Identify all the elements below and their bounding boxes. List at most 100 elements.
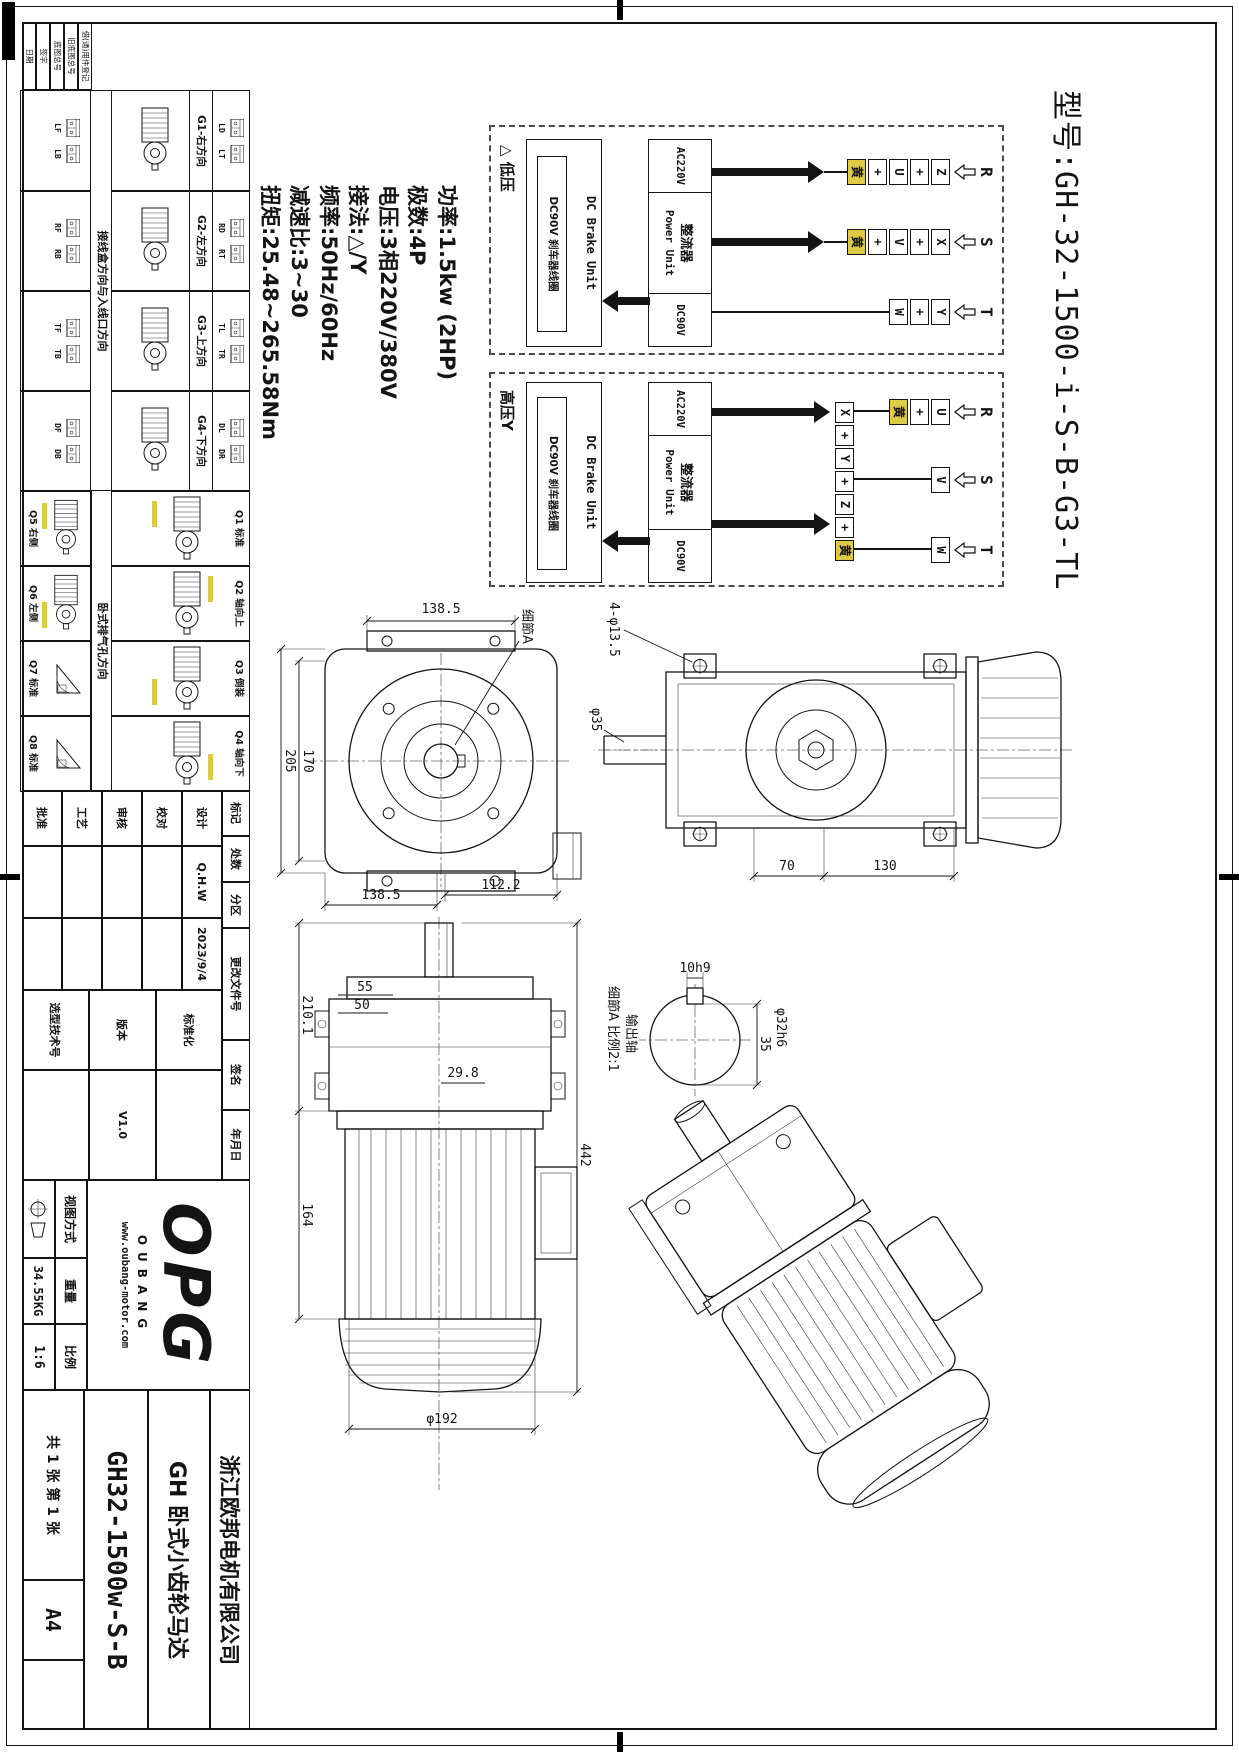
company-logo-sub: OUBANG (135, 1234, 150, 1336)
terminal-label-yellow: 黄 (847, 159, 866, 185)
dim-442: 442 (577, 1143, 592, 1166)
rectifier-en: Power Unit (663, 449, 676, 516)
power-unit-ac-label: AC220V (649, 383, 711, 436)
exhaust-label: Q2 轴向上 (233, 580, 244, 627)
exhaust-highlight (42, 503, 47, 529)
motor-icon (141, 307, 169, 371)
phase-arrow-down-icon (954, 234, 976, 250)
terminal-box-icon (66, 244, 81, 264)
terminal-label: U (889, 159, 908, 185)
dim-138-right: 138.5 (361, 888, 400, 903)
motor-icon (141, 107, 169, 171)
exhaust-cell-q4: Q4 轴向下 (110, 715, 250, 792)
std-label: 标准化 (156, 990, 222, 1070)
corner-row: 借(通)用件登记 (78, 22, 92, 90)
detail-scale-label: 细節A 比例2:1 (605, 986, 620, 1072)
terminal-stack-w: Y + W (887, 298, 950, 326)
selection-code-label: 选型技术号 (22, 990, 89, 1070)
dim-164: 164 (299, 1203, 314, 1227)
role-check: 校对 (142, 790, 182, 846)
dim-112: 112.2 (481, 878, 520, 893)
spare-cell (22, 1660, 84, 1730)
dim-mounting-holes: 4-φ13.5 (606, 602, 621, 657)
exhaust-cell-q3: Q3 倒装 (110, 640, 250, 717)
view-axial-motor: 130 70 4-φ13.5 φ35 (588, 602, 1072, 882)
pos-code: RF (53, 223, 62, 233)
dim-170: 170 (300, 749, 315, 772)
terminal-stack-u: U + 黄 (887, 398, 950, 426)
exhaust-cell-q8: Q8 标准 (20, 715, 92, 792)
brake-feed-arrow-up (712, 513, 830, 535)
spec-block: 功率:1.5kw (2HP) 极数:4P 电压:3相220V/380V 接法:△… (255, 185, 462, 440)
detail-output-shaft: 10h9 35 φ32h6 输出轴 细節A 比例2:1 (605, 961, 788, 1096)
view-method-label-cell: 视图方式 (55, 1180, 87, 1258)
wiring-diagram-high-voltage: R S T U + 黄 V W X + Y + Z + 黄 (489, 372, 1004, 587)
phase-label-r: R (977, 407, 996, 417)
exhaust-direction-header: 卧式排气孔方向 (90, 490, 112, 792)
view-side-elevation: 442 210.1 164 φ192 55 50 29.8 (294, 917, 592, 1490)
weight-value-cell: 34.55KG (22, 1258, 55, 1324)
center-tick-right (617, 1732, 623, 1752)
role-process-date (62, 918, 102, 990)
scale-label: 比例 (63, 1344, 78, 1369)
weight-label-cell: 重量 (55, 1258, 87, 1324)
company-name: 浙江欧邦电机有限公司 (217, 1455, 241, 1665)
exhaust-highlight (42, 602, 47, 628)
brake-coil-box: DC90V 刹车器线圈 (537, 156, 567, 332)
role-design-date: 2023/9/4 (182, 918, 222, 990)
terminal-label: V (931, 467, 950, 493)
motor-icon (173, 571, 201, 635)
rev-header-zone: 分区 (222, 882, 250, 928)
corner-registration-bar (2, 2, 15, 60)
angle-wedge-icon (56, 739, 81, 769)
terminal-box-icon (230, 318, 245, 338)
spec-power: 功率:1.5kw (2HP) (435, 185, 459, 381)
rectifier-cn: 整流器 (678, 223, 693, 263)
terminal-label: V (889, 229, 908, 255)
rectifier-en: Power Unit (663, 209, 676, 277)
paper-size-cell: A4 (22, 1580, 84, 1660)
motor-icon (141, 407, 169, 471)
center-tick-bottom (0, 874, 20, 880)
pos-code: LF (53, 123, 62, 133)
group-label: G3-上方向 (189, 291, 213, 391)
dim-shaft-diameter: φ35 (588, 708, 603, 731)
power-unit-box: AC220V 整流器 Power Unit DC90V (648, 139, 712, 347)
dc-brake-unit-box: DC Brake Unit DC90V 刹车器线圈 (526, 382, 602, 583)
terminal-stack-v: X + V + 黄 (845, 228, 950, 256)
first-angle-projection-icon (28, 1199, 49, 1238)
junction-group-g3: TL TR G3-上方向 TF TB (20, 290, 250, 392)
spec-ratio: 减速比:3~30 (287, 185, 312, 318)
corner-row: 签字 (36, 22, 50, 90)
exhaust-highlight (152, 679, 157, 705)
terminal-label: + (835, 517, 854, 538)
terminal-label: U (931, 399, 950, 425)
dim-50: 50 (354, 998, 370, 1013)
terminal-label: + (910, 229, 929, 255)
exhaust-label: Q1 标准 (233, 510, 244, 547)
view-isometric (628, 1099, 990, 1509)
terminal-box-icon (66, 318, 81, 338)
exhaust-highlight (208, 754, 213, 780)
pos-code: RT (217, 249, 226, 259)
dim-35: 35 (757, 1036, 772, 1052)
corner-row: 底图总号 (50, 22, 64, 90)
rev-header-sign: 签名 (222, 1040, 250, 1110)
center-tick-top (1219, 874, 1239, 880)
pos-code: RD (217, 223, 226, 233)
sheet-count: 共 1 张 第 1 张 (44, 1435, 60, 1535)
pos-code: LB (53, 149, 62, 159)
terminal-label-yellow: 黄 (889, 399, 908, 425)
rectifier-cn: 整流器 (678, 462, 693, 502)
rev-header-date: 年月日 (222, 1110, 250, 1180)
phase-arrow-down-icon (954, 542, 976, 558)
phase-arrow-down-icon (954, 164, 976, 180)
pos-code: DB (53, 449, 62, 459)
wire (824, 241, 847, 243)
phase-arrow-down-icon (954, 472, 976, 488)
corner-row: 日期 (22, 22, 36, 90)
motor-icon (173, 646, 201, 710)
terminal-label: + (910, 159, 929, 185)
exhaust-cell-q6: Q6 左侧 (20, 565, 92, 642)
